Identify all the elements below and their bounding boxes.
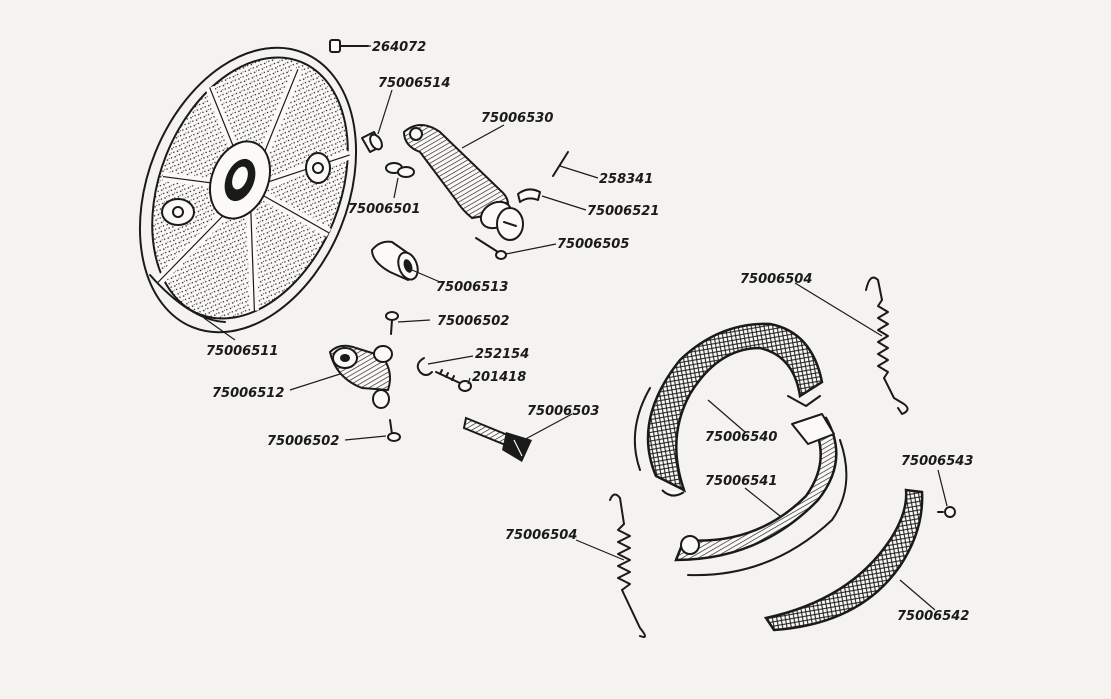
label-75006530: 75006530 [481, 111, 553, 126]
label-75006501: 75006501 [348, 202, 420, 217]
brake-lever [402, 124, 524, 241]
return-spring-lower [609, 493, 646, 638]
label-75006521: 75006521 [587, 204, 659, 219]
pin-75006501 [385, 162, 415, 178]
bush-75006514 [361, 131, 383, 153]
label-258341: 258341 [599, 172, 653, 187]
label-75006514: 75006514 [378, 76, 450, 91]
label-75006512: 75006512 [212, 386, 284, 401]
label-75006504-lower: 75006504 [505, 528, 577, 543]
brake-lining [763, 488, 924, 632]
bushing-75006513 [371, 240, 419, 281]
label-75006543: 75006543 [901, 454, 973, 469]
label-201418: 201418 [472, 370, 526, 385]
brake-shoe-lined [633, 322, 824, 497]
circlip-252154 [416, 357, 433, 376]
split-pin [552, 151, 569, 177]
screw-264072 [329, 39, 369, 53]
leader-lines [203, 45, 948, 611]
label-75006541: 75006541 [705, 474, 777, 489]
bolt-201418 [435, 369, 472, 392]
screw-75006505 [475, 237, 507, 260]
rivet-75006502-bottom [387, 419, 401, 442]
rivet-75006502-top [385, 311, 399, 335]
brake-back-plate [138, 46, 358, 334]
label-75006503: 75006503 [527, 404, 599, 419]
brake-shoe-bare [674, 413, 848, 577]
return-spring-upper [865, 276, 909, 415]
washer-75006521 [517, 188, 541, 203]
adjuster-cone [462, 416, 532, 462]
label-264072: 264072 [372, 40, 426, 55]
label-75006511: 75006511 [206, 344, 278, 359]
cam-housing [328, 344, 393, 409]
label-75006505: 75006505 [557, 237, 629, 252]
label-75006502-top: 75006502 [437, 314, 509, 329]
rivet-75006543 [937, 506, 956, 518]
label-75006504-upper: 75006504 [740, 272, 812, 287]
part-labels: 264072 75006514 75006530 258341 75006501… [206, 40, 973, 624]
label-252154: 252154 [475, 347, 529, 362]
label-75006502-bottom: 75006502 [267, 434, 339, 449]
label-75006542: 75006542 [897, 609, 969, 624]
label-75006540: 75006540 [705, 430, 777, 445]
label-75006513: 75006513 [436, 280, 508, 295]
